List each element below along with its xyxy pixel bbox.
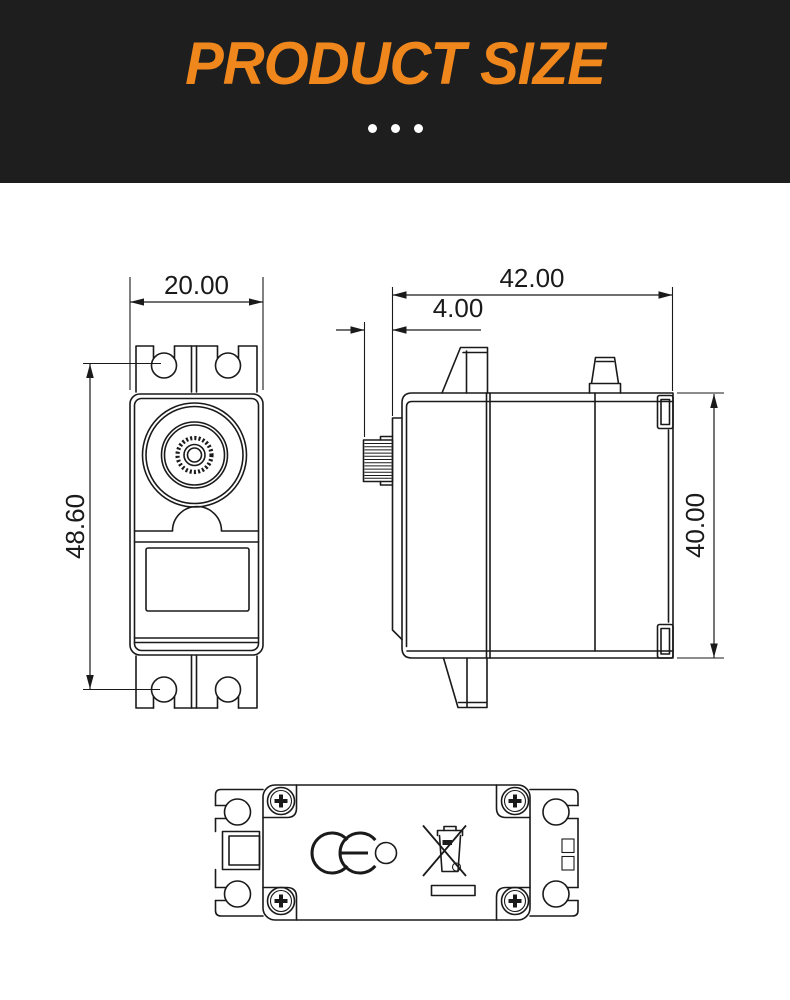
case-arch-line	[133, 505, 260, 532]
rear-clip-inner	[660, 627, 671, 655]
mounting-slot-hole	[214, 676, 242, 703]
arrowhead-icon	[350, 326, 365, 334]
rear-clip	[656, 623, 674, 659]
left-mounting-ear	[214, 788, 264, 917]
spline-knurl-lines	[364, 443, 392, 479]
arrowhead-icon	[86, 675, 94, 689]
screw-pad	[495, 886, 531, 921]
arrowhead-icon	[710, 643, 718, 658]
header-banner: PRODUCT SIZE	[0, 0, 790, 183]
right-mounting-ear	[529, 788, 579, 917]
gear-housing-circle	[141, 402, 248, 508]
weee-bar	[430, 884, 476, 897]
top-mounting-tab	[441, 346, 489, 394]
flange-seam	[190, 345, 198, 393]
bottom-view-drawing	[214, 784, 579, 921]
output-bearing-circle	[163, 424, 226, 486]
ear-slot-hole	[223, 798, 252, 826]
mounting-slot-hole	[150, 676, 178, 703]
bottom-mounting-foot	[442, 657, 488, 709]
front-view-drawing: 20.00 48.60	[60, 270, 264, 709]
spline-hub-circle	[183, 443, 206, 467]
phillips-screw-icon	[500, 886, 530, 916]
gearhead-front-plate	[391, 417, 403, 641]
case-seam-lines	[485, 392, 596, 659]
bottom-case-outline	[262, 784, 531, 921]
phillips-screw-icon	[266, 886, 296, 916]
phillips-screw-icon	[266, 786, 296, 816]
ear-rib	[561, 838, 575, 854]
mounting-slot-hole	[214, 352, 242, 379]
spline-boss	[379, 435, 394, 486]
extension-lines	[677, 392, 724, 659]
top-small-tab	[588, 356, 622, 394]
servo-body-inner-line	[133, 397, 260, 652]
technical-drawing-canvas: 20.00 48.60	[60, 263, 724, 921]
ear-slot-hole	[542, 798, 570, 826]
spline-shaft	[362, 439, 394, 483]
decoration-dot	[390, 124, 400, 133]
decoration-dot	[413, 124, 423, 133]
screw-pad	[262, 784, 298, 819]
bottom-parting-lines	[133, 637, 260, 644]
arrowhead-icon	[710, 394, 718, 408]
mounting-slot-hole	[150, 352, 178, 379]
flange-seam	[190, 655, 198, 709]
spline-teeth-ring	[175, 435, 214, 475]
front-width-dimension-label: 20.00	[164, 270, 229, 300]
servo-body-outline	[129, 393, 264, 656]
label-recess	[145, 547, 250, 612]
leader-lines	[83, 362, 161, 691]
arrowhead-icon	[658, 291, 673, 299]
arrowhead-icon	[86, 364, 94, 378]
ear-rib	[561, 855, 575, 871]
cable-connector	[221, 830, 261, 871]
ear-slot-hole	[542, 880, 570, 908]
output-bearing-circle	[160, 421, 229, 489]
spline-hub-circle	[186, 447, 203, 463]
decoration-dots	[0, 124, 790, 133]
side-view-drawing: 42.00 4.00 40.00	[336, 263, 724, 709]
arrowhead-icon	[392, 326, 407, 334]
rear-clip-inner	[660, 398, 671, 426]
phillips-screw-icon	[500, 786, 530, 816]
spline-length-dimension-label: 4.00	[433, 293, 484, 323]
arrowhead-icon	[392, 291, 407, 299]
weee-icon	[422, 824, 476, 897]
screw-pad	[262, 886, 298, 921]
slot-necks	[152, 695, 240, 709]
side-length-dimension-label: 42.00	[499, 263, 564, 293]
extension-lines	[129, 277, 264, 390]
arrowhead-icon	[249, 298, 263, 306]
side-height-dimension-label: 40.00	[680, 493, 710, 558]
page-title: PRODUCT SIZE	[185, 29, 606, 98]
extension-lines	[391, 287, 674, 416]
gear-housing-circle	[145, 405, 244, 505]
round-marker-icon	[374, 841, 398, 865]
front-height-dimension-label: 48.60	[60, 494, 90, 559]
servo-side-body-inner-line	[405, 400, 674, 648]
servo-side-body-outline	[401, 392, 674, 659]
screw-pad	[495, 784, 531, 819]
decoration-dot	[367, 124, 377, 133]
slot-necks	[152, 345, 240, 359]
arrowhead-icon	[130, 298, 144, 306]
cable-connector-inner	[228, 835, 261, 866]
rear-clip	[656, 394, 674, 430]
ear-slot-hole	[223, 880, 252, 908]
ce-mark-icon	[310, 831, 377, 875]
